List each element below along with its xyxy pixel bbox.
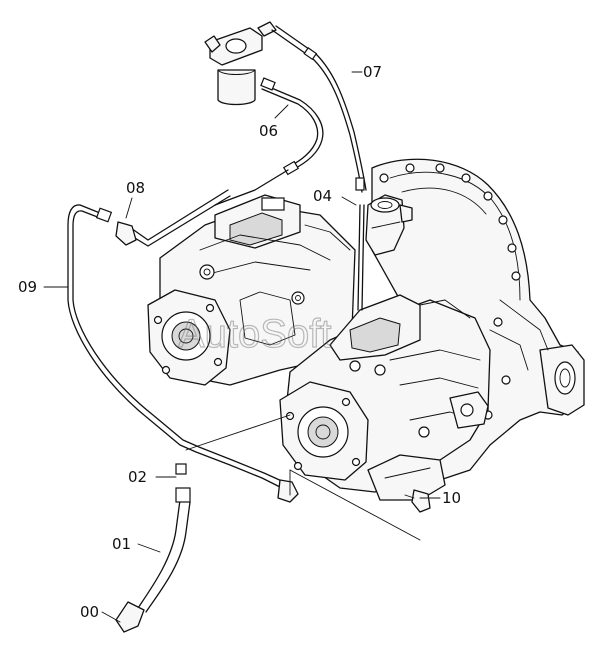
leader-lines bbox=[43, 71, 441, 623]
gearbox-housing bbox=[371, 158, 585, 481]
hoses bbox=[67, 25, 431, 633]
rear-pump bbox=[147, 194, 356, 386]
callout-02: 02 bbox=[128, 468, 147, 486]
housing-bolts bbox=[379, 163, 521, 420]
callout-00: 00 bbox=[80, 603, 99, 621]
callout-08: 08 bbox=[126, 179, 145, 197]
callout-06: 06 bbox=[259, 122, 278, 140]
front-pump bbox=[279, 294, 491, 501]
regulator-valve bbox=[365, 194, 413, 256]
callout-09: 09 bbox=[18, 278, 37, 296]
callout-04: 04 bbox=[313, 187, 332, 205]
callout-10: 10 bbox=[442, 489, 461, 507]
filter-unit bbox=[204, 21, 277, 106]
callouts: 00 01 02 04 06 07 08 09 10 bbox=[18, 63, 461, 621]
callout-07: 07 bbox=[363, 63, 382, 81]
callout-01: 01 bbox=[112, 535, 131, 553]
watermark: AutoSoft bbox=[178, 312, 331, 356]
